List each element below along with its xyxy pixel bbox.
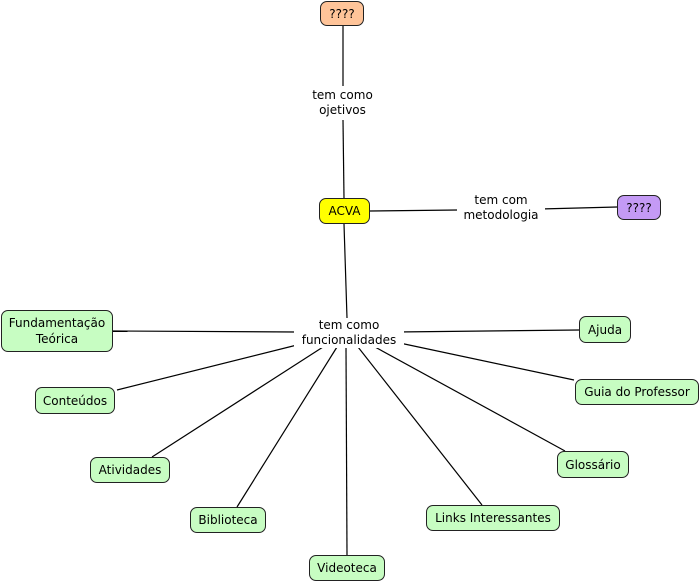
concept-atividades[interactable]: Atividades	[90, 457, 170, 483]
linking-phrase-objetivos: tem como ojetivos	[306, 88, 379, 118]
concept-metodologia-unknown[interactable]: ????	[617, 195, 661, 220]
link-func-fundamentacao	[112, 330, 297, 333]
linking-phrase-funcionalidades: tem como funcionalidades	[294, 318, 404, 348]
link-func-guia	[394, 341, 575, 381]
concept-conteudos[interactable]: Conteúdos	[35, 387, 115, 414]
concept-glossario[interactable]: Glossário	[557, 451, 629, 478]
link-func-biblioteca	[236, 346, 338, 508]
link-func-conteudos	[116, 344, 298, 391]
link-metodologia-right	[539, 206, 618, 210]
link-acva-objetivos	[342, 119, 345, 199]
concept-acva[interactable]: ACVA	[319, 198, 370, 224]
link-func-ajuda	[395, 329, 580, 333]
link-func-atividades	[151, 346, 324, 458]
concept-links-interessantes[interactable]: Links Interessantes	[426, 505, 560, 531]
linking-phrase-metodologia: tem com metodologia	[457, 193, 545, 223]
link-func-glossario	[374, 346, 566, 452]
concept-guia-do-professor[interactable]: Guia do Professor	[575, 379, 699, 405]
link-func-links	[357, 346, 483, 506]
concept-videoteca[interactable]: Videoteca	[309, 555, 385, 581]
concept-biblioteca[interactable]: Biblioteca	[190, 507, 266, 533]
link-acva-metodologia	[369, 209, 459, 212]
link-acva-funcionalidades	[343, 223, 348, 319]
concept-objetivos-unknown[interactable]: ????	[320, 1, 364, 26]
concept-fundamentacao-teorica[interactable]: Fundamentação Teórica	[1, 310, 113, 352]
link-func-videoteca	[345, 346, 348, 556]
concept-ajuda[interactable]: Ajuda	[579, 316, 631, 343]
